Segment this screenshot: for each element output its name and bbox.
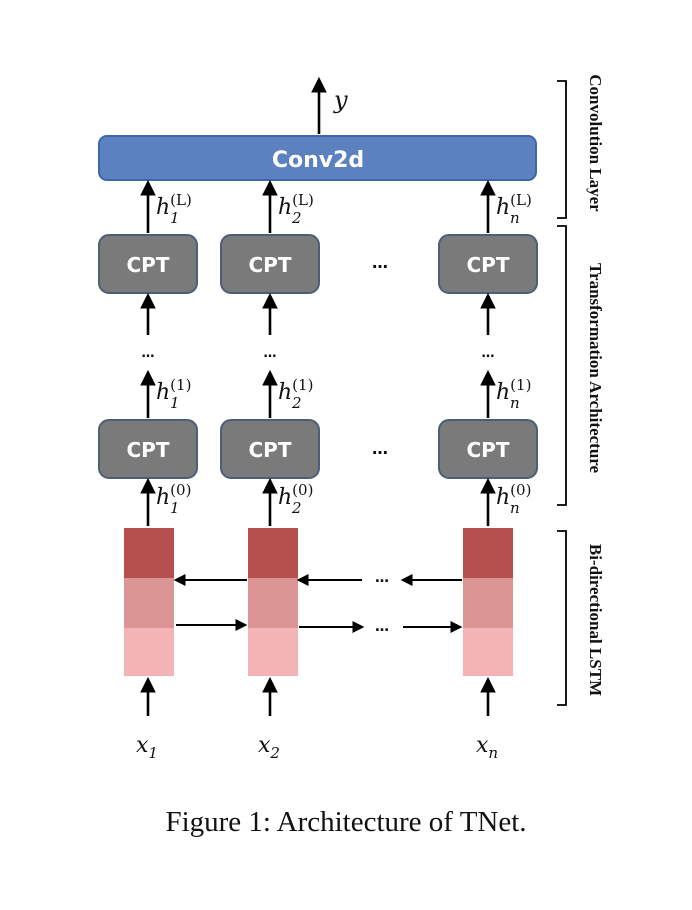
column-ellipsis-3: … bbox=[482, 346, 495, 361]
lstm-cell-bottom-2 bbox=[248, 628, 298, 676]
column-ellipsis-1: … bbox=[142, 346, 155, 361]
lstm-cell-bottom-3 bbox=[463, 628, 513, 676]
input-label-1: x1 bbox=[136, 733, 158, 762]
input-label-3: xn bbox=[476, 733, 498, 762]
conv2d-box bbox=[98, 135, 537, 181]
lstm-cell-middle-1 bbox=[124, 578, 174, 628]
lstm-cell-bottom-1 bbox=[124, 628, 174, 676]
cpt-top-1-label: CPT bbox=[127, 253, 170, 277]
h-mid-label-2: h(1)2 bbox=[278, 376, 313, 412]
transform-bracket bbox=[557, 225, 567, 506]
cpt-bottom-2-label: CPT bbox=[249, 438, 292, 462]
bilstm-bracket bbox=[557, 530, 567, 706]
lstm-cell-top-3 bbox=[463, 528, 513, 578]
lstm-cell-middle-3 bbox=[463, 578, 513, 628]
bilstm-layer-label: Bi-directional LSTM bbox=[586, 544, 605, 696]
cpt-top-2-label: CPT bbox=[249, 253, 292, 277]
h-bottom-label-3: h(0)n bbox=[496, 481, 531, 517]
conv-layer-label: Convolution Layer bbox=[586, 74, 605, 212]
h-bottom-label-1: h(0)1 bbox=[156, 481, 191, 517]
lstm-cell-top-1 bbox=[124, 528, 174, 578]
h-mid-label-3: h(1)n bbox=[496, 376, 531, 412]
h-mid-label-1: h(1)1 bbox=[156, 376, 191, 412]
cpt-top-3-label: CPT bbox=[467, 253, 510, 277]
figure-caption: Figure 1: Architecture of TNet. bbox=[165, 806, 527, 838]
h-top-label-3: h(L)n bbox=[496, 191, 532, 227]
cpt-bottom-row-ellipsis: … bbox=[372, 439, 388, 458]
column-ellipsis-2: … bbox=[264, 346, 277, 361]
lstm-forward-ellipsis: … bbox=[375, 619, 389, 635]
cpt-bottom-3-label: CPT bbox=[467, 438, 510, 462]
cpt-bottom-1-label: CPT bbox=[127, 438, 170, 462]
input-label-2: x2 bbox=[258, 733, 280, 762]
lstm-cell-top-2 bbox=[248, 528, 298, 578]
conv2d-label: Conv2d bbox=[272, 148, 364, 173]
output-y-label: y bbox=[333, 86, 348, 114]
conv-layer-bracket bbox=[557, 80, 567, 219]
transform-layer-label: Transformation Architecture bbox=[586, 263, 605, 474]
h-top-label-2: h(L)2 bbox=[278, 191, 314, 227]
h-top-label-1: h(L)1 bbox=[156, 191, 192, 227]
lstm-cell-middle-2 bbox=[248, 578, 298, 628]
lstm-backward-ellipsis: … bbox=[375, 570, 389, 586]
h-bottom-label-2: h(0)2 bbox=[278, 481, 313, 517]
cpt-top-row-ellipsis: … bbox=[372, 253, 388, 272]
